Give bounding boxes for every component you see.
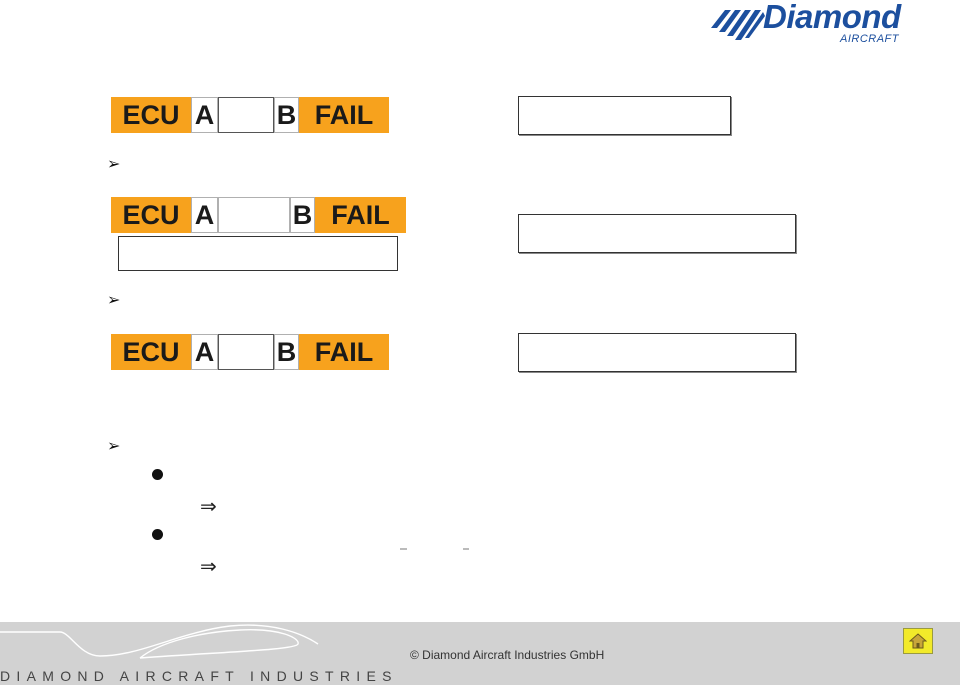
home-icon	[909, 633, 927, 649]
footer-brand-text: DIAMOND AIRCRAFT INDUSTRIES	[0, 668, 398, 684]
text-box-2a	[118, 236, 398, 271]
diamond-stripes-icon	[711, 10, 765, 40]
ecu-label: ECU	[111, 334, 191, 370]
ecu-a-label: A	[191, 334, 218, 370]
arrow-bullet-2: ➢	[107, 290, 121, 309]
footer-band	[0, 622, 960, 685]
implies-arrow-2: ⇒	[200, 554, 217, 578]
ecu-label: ECU	[111, 197, 191, 233]
aircraft-silhouette-icon	[0, 624, 319, 659]
text-box-2b	[518, 214, 796, 253]
copyright-text: © Diamond Aircraft Industries GmbH	[410, 648, 605, 662]
ecu-fail-label: FAIL	[299, 97, 389, 133]
round-bullet-1	[152, 469, 163, 480]
text-box-3	[518, 333, 796, 372]
round-bullet-2	[152, 529, 163, 540]
ecu-b-label: B	[274, 97, 299, 133]
ecu-b-label: B	[290, 197, 315, 233]
home-button[interactable]	[903, 628, 933, 654]
ecu-fail-label: FAIL	[299, 334, 389, 370]
text-box-1	[518, 96, 731, 135]
diamond-logo: Diamond AIRCRAFT	[705, 0, 935, 48]
ecu-label: ECU	[111, 97, 191, 133]
ecu-fail-label: FAIL	[315, 197, 406, 233]
ecu-gap	[218, 197, 290, 233]
arrow-bullet-1: ➢	[107, 154, 121, 173]
ecu-gap	[218, 334, 274, 370]
implies-arrow-1: ⇒	[200, 494, 217, 518]
ecu-annunciator-2: ECU A B FAIL	[111, 197, 406, 233]
ecu-a-label: A	[191, 197, 218, 233]
logo-subtitle: AIRCRAFT	[840, 33, 899, 45]
ecu-gap	[218, 97, 274, 133]
ecu-a-label: A	[191, 97, 218, 133]
faint-mark	[463, 548, 469, 550]
ecu-b-label: B	[274, 334, 299, 370]
ecu-annunciator-1: ECU A B FAIL	[111, 97, 389, 133]
faint-mark	[400, 548, 407, 550]
ecu-annunciator-3: ECU A B FAIL	[111, 334, 389, 370]
arrow-bullet-3: ➢	[107, 436, 121, 455]
logo-wordmark: Diamond	[763, 0, 901, 35]
